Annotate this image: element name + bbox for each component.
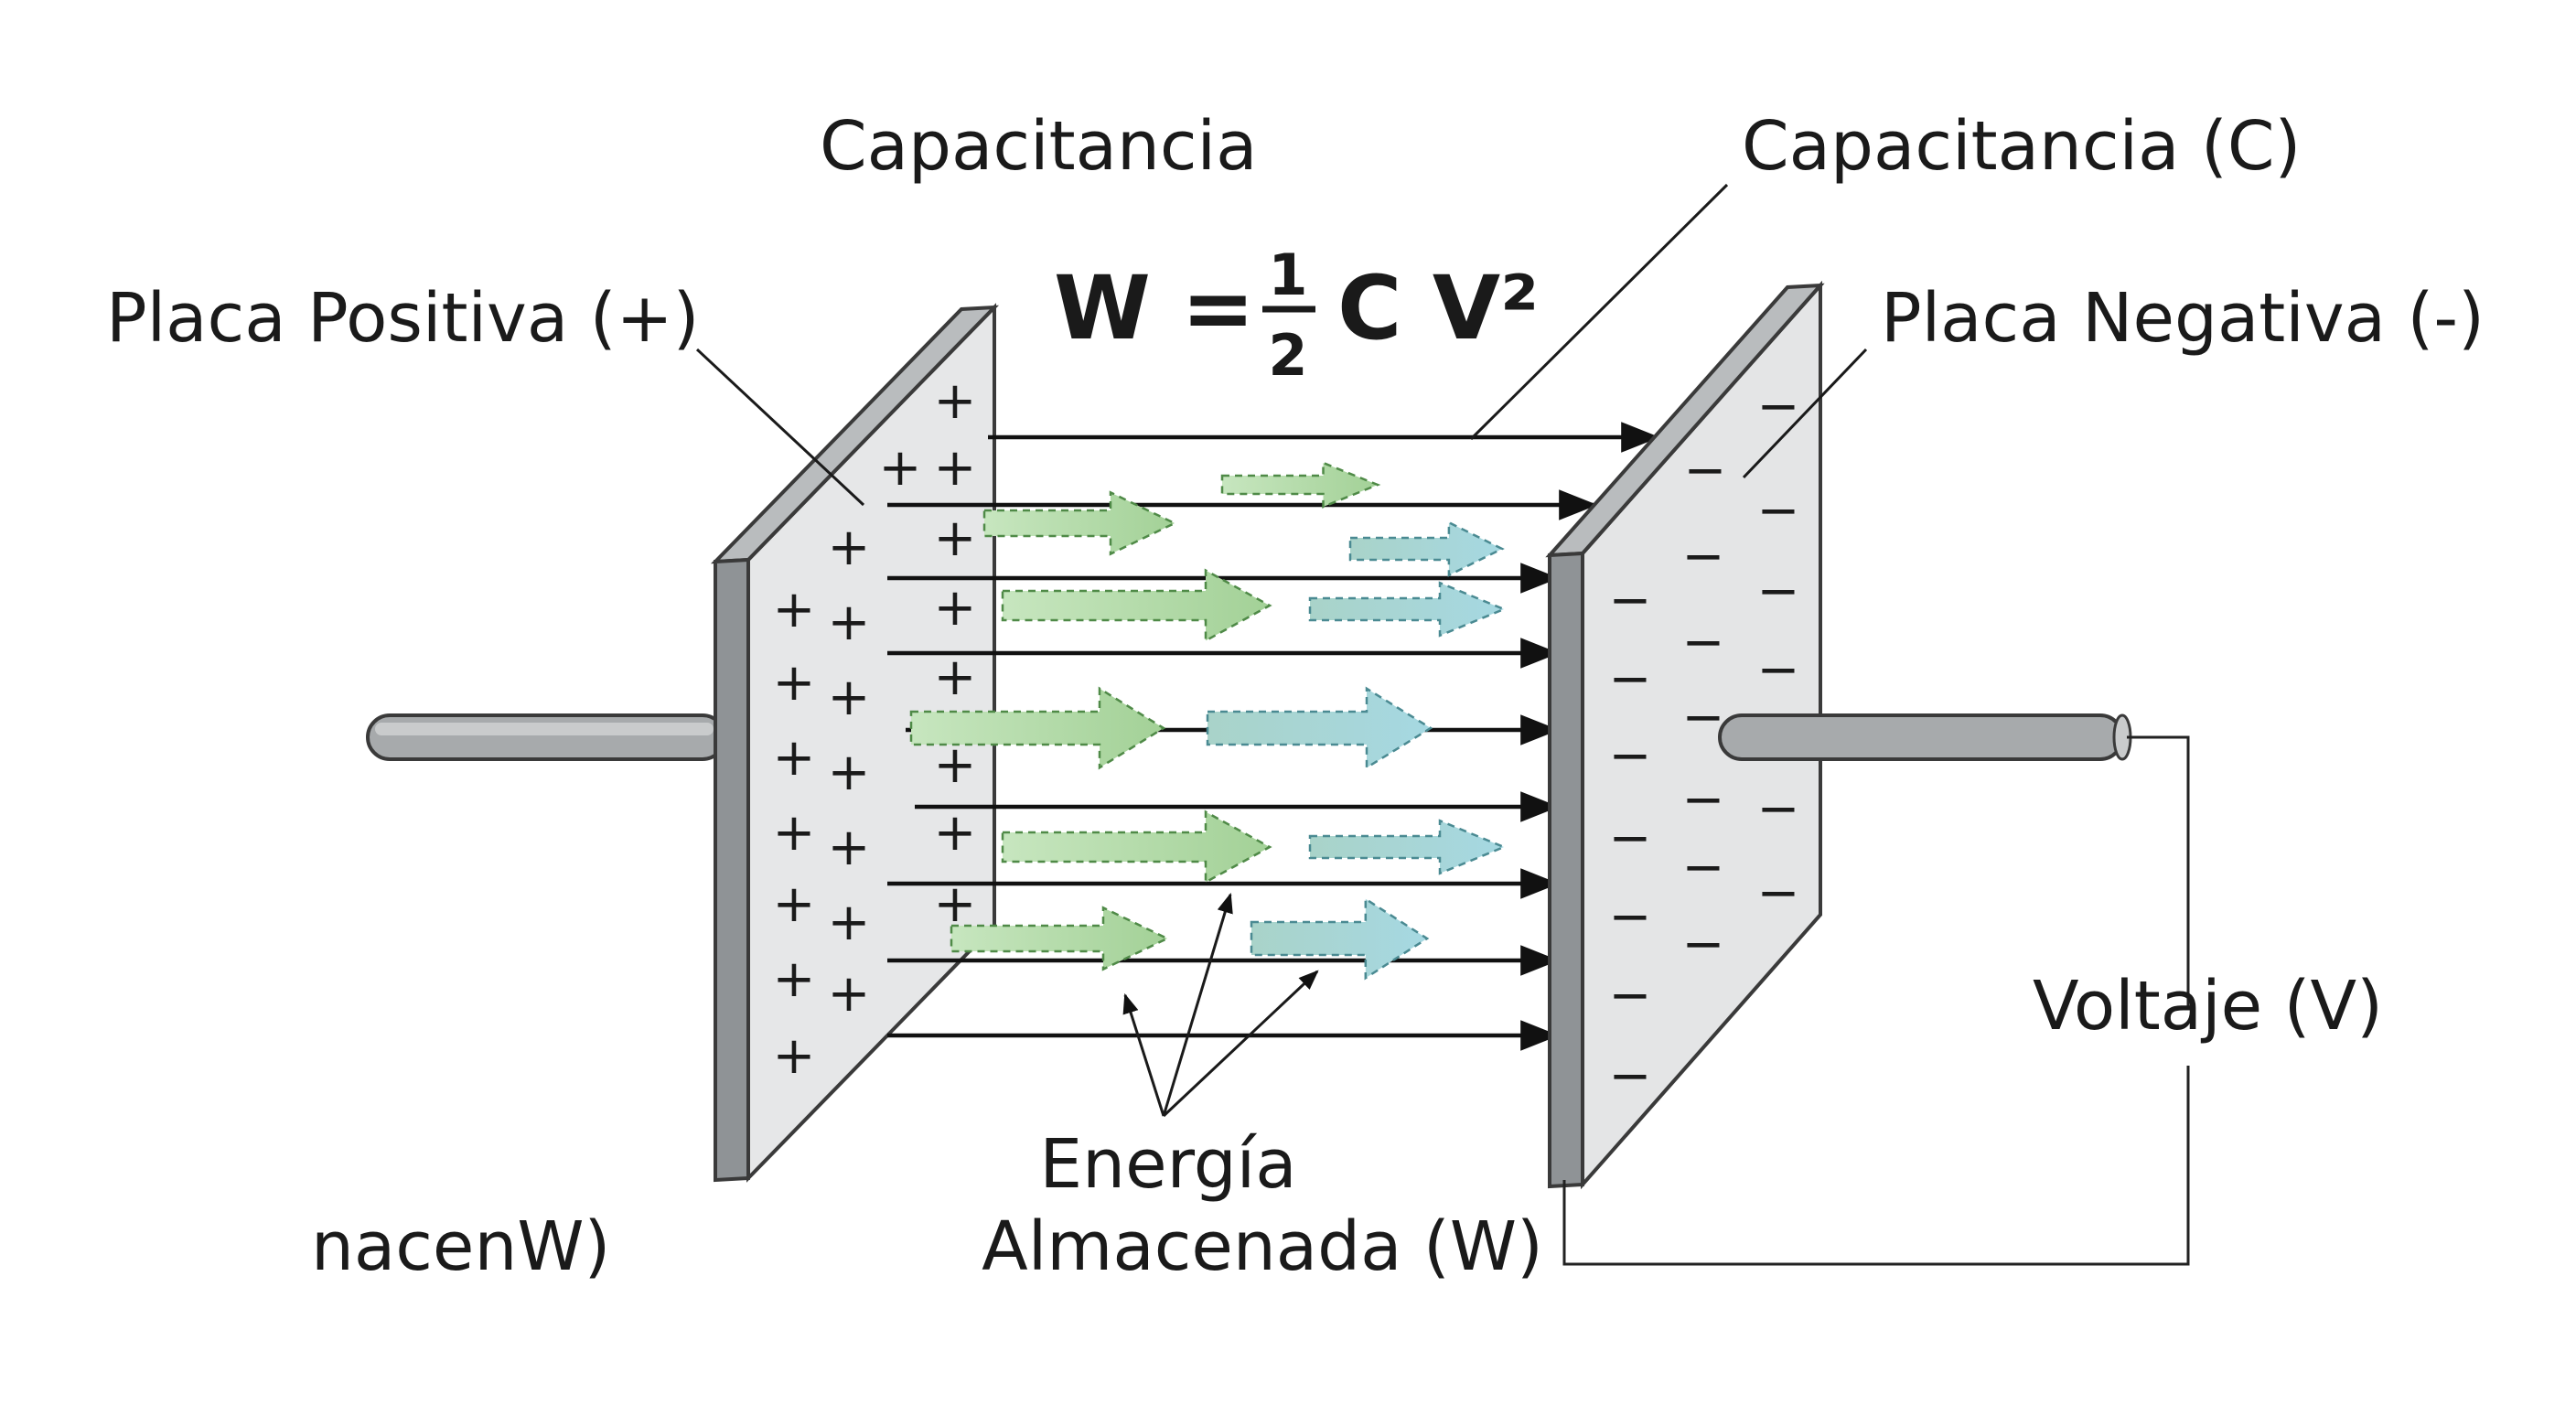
voltage-circuit-wire: [1562, 735, 2190, 1266]
energy-arrow-green: [950, 906, 1170, 971]
minus-sign: −: [1609, 726, 1652, 786]
minus-sign: −: [1609, 809, 1652, 868]
leader-negative-plate: [1742, 348, 1868, 479]
plus-sign: +: [773, 580, 816, 639]
title-capacitance: Capacitancia: [820, 107, 1257, 186]
minus-sign: −: [1609, 649, 1652, 709]
energy-arrow-green: [1001, 810, 1272, 885]
plus-sign: +: [773, 653, 816, 713]
minus-sign: −: [1609, 571, 1652, 630]
leader-energy: [1122, 892, 1319, 1118]
plus-sign: +: [934, 578, 977, 638]
energy-flow-arrows: [909, 461, 1508, 981]
minus-sign: −: [1609, 966, 1652, 1025]
minus-sign: −: [1757, 562, 1800, 621]
plus-sign: +: [773, 874, 816, 934]
energy-arrow-blue: [1308, 819, 1508, 875]
minus-sign: −: [1682, 770, 1725, 830]
energy-arrow-blue: [1348, 520, 1505, 577]
formula-lhs: W =: [1054, 257, 1255, 359]
plus-sign: +: [828, 743, 871, 802]
minus-sign: −: [1757, 863, 1800, 923]
energy-formula: W = 1 2 C V²: [1054, 241, 1539, 389]
formula-denominator: 2: [1268, 322, 1307, 389]
minus-sign: −: [1682, 527, 1725, 586]
plus-sign: +: [934, 648, 977, 707]
minus-sign: −: [1757, 377, 1800, 436]
label-energy-line1: Energía: [1039, 1125, 1296, 1204]
label-voltage: Voltaje (V): [2033, 967, 2383, 1046]
energy-arrow-blue: [1308, 581, 1508, 638]
label-capacitance-c: Capacitancia (C): [1742, 107, 2301, 186]
label-positive-plate: Placa Positiva (+): [106, 279, 699, 358]
minus-sign: −: [1682, 613, 1725, 672]
minus-sign: −: [1682, 688, 1725, 747]
plus-sign: +: [828, 668, 871, 727]
negative-plate: [1545, 280, 1825, 1190]
plus-sign: +: [879, 438, 922, 498]
label-energy-line2: Almacenada (W): [982, 1207, 1543, 1286]
energy-arrow-green: [909, 686, 1166, 770]
energy-arrow-green: [982, 490, 1177, 556]
energy-arrow-green: [1001, 568, 1272, 643]
leader-capacitance: [1469, 183, 1729, 441]
label-negative-plate: Placa Negativa (-): [1881, 279, 2485, 358]
plus-sign: +: [934, 803, 977, 863]
plus-sign: +: [828, 893, 871, 952]
plus-sign: +: [934, 438, 977, 498]
plus-sign: +: [934, 371, 977, 431]
left-lead: [366, 713, 726, 761]
minus-sign: −: [1684, 441, 1727, 500]
energy-arrow-blue: [1206, 686, 1433, 770]
plus-sign: +: [773, 949, 816, 1009]
minus-sign: −: [1757, 481, 1800, 541]
minus-sign: −: [1609, 887, 1652, 947]
minus-sign: −: [1757, 779, 1800, 839]
minus-sign: −: [1682, 838, 1725, 897]
formula-numerator: 1: [1268, 241, 1307, 308]
plus-sign: +: [773, 1026, 816, 1086]
plus-sign: +: [828, 818, 871, 877]
minus-sign: −: [1609, 1046, 1652, 1106]
plus-sign: +: [773, 803, 816, 863]
energy-arrow-green: [1220, 461, 1381, 509]
label-truncated: nacenW): [311, 1207, 610, 1286]
minus-sign: −: [1757, 640, 1800, 700]
plus-sign: +: [934, 509, 977, 568]
minus-sign: −: [1682, 915, 1725, 974]
right-lead: [1718, 713, 2132, 761]
leader-positive-plate: [695, 348, 865, 507]
positive-charges: +++++++++++++++++++++++: [773, 371, 977, 1086]
plus-sign: +: [828, 518, 871, 577]
formula-rhs: C V²: [1337, 257, 1539, 359]
negative-charges: −−−−−−−−−−−−−−−−−−−−: [1609, 377, 1800, 1106]
electric-field-lines: [887, 422, 1660, 1051]
plus-sign: +: [773, 728, 816, 788]
plus-sign: +: [828, 964, 871, 1024]
energy-arrow-blue: [1250, 896, 1430, 981]
plus-sign: +: [828, 593, 871, 652]
